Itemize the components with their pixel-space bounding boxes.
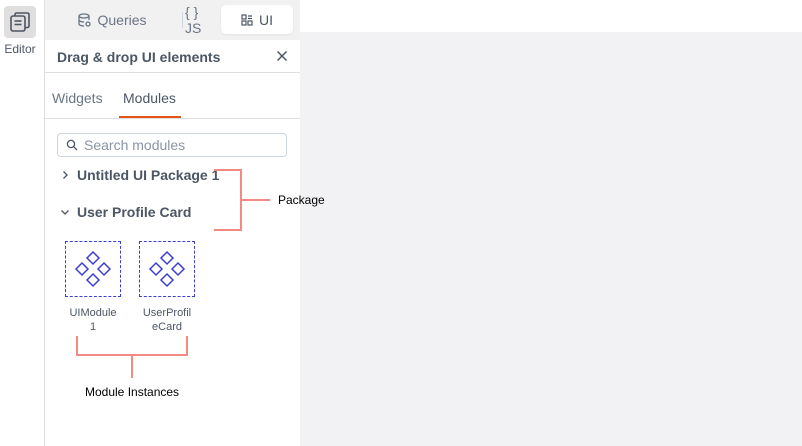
module-card-uimodule1[interactable] [65, 241, 121, 297]
database-icon [78, 12, 92, 27]
module-name-line: UIModule [69, 307, 117, 319]
tab-js[interactable]: { } JS [185, 3, 215, 36]
module-diamond-icon [74, 250, 112, 288]
search-input[interactable] [84, 136, 279, 154]
module-name-line: 1 [89, 321, 97, 333]
package-bracket-pointer [242, 199, 270, 201]
active-tab-underline [119, 116, 181, 118]
module-name-userprofilecard: UserProfil eCard [131, 306, 203, 334]
module-instances-annotation-label: Module Instances [85, 385, 180, 399]
package-row-untitled[interactable]: Untitled UI Package 1 [57, 163, 287, 187]
chevron-down-icon[interactable] [57, 204, 73, 220]
tab-queries[interactable]: Queries [53, 5, 171, 34]
canvas-top-bar [300, 0, 802, 32]
explorer-tabs: Widgets Modules [45, 73, 300, 119]
modules-content: Untitled UI Package 1 User Profile Card [45, 119, 300, 446]
package-bracket-top [214, 169, 242, 171]
editor-label: Editor [4, 42, 36, 56]
package-label: Untitled UI Package 1 [77, 167, 220, 183]
search-box[interactable] [57, 133, 287, 157]
editor-pages-icon [10, 12, 30, 32]
package-annotation-label: Package [278, 193, 325, 207]
module-card-userprofilecard[interactable] [139, 241, 195, 297]
module-name-uimodule1: UIModule 1 [57, 306, 129, 334]
tab-widgets[interactable]: Widgets [52, 90, 103, 106]
tab-modules[interactable]: Modules [123, 90, 176, 106]
panel-header: Drag & drop UI elements [45, 40, 300, 73]
widgets-grid-icon [241, 13, 253, 26]
modules-bracket-pointer [131, 356, 133, 378]
panel-title: Drag & drop UI elements [57, 49, 221, 65]
package-bracket-vertical [240, 169, 242, 231]
modules-bracket-bottom [76, 354, 188, 356]
segmented-control: Queries { } JS UI [45, 0, 300, 40]
chevron-right-icon[interactable] [57, 167, 73, 183]
module-name-line: UserProfil [142, 307, 192, 319]
editor-rail: Editor [0, 0, 45, 446]
close-icon [276, 50, 288, 62]
tab-ui[interactable]: UI [221, 5, 293, 34]
package-row-user-profile-card[interactable]: User Profile Card [57, 200, 287, 224]
search-icon [66, 139, 78, 151]
module-diamond-icon [148, 250, 186, 288]
segment-divider [182, 12, 183, 28]
modules-bracket-left [76, 336, 78, 356]
tab-ui-label: UI [259, 11, 273, 28]
ui-explorer-panel: Queries { } JS UI Drag & drop UI element… [45, 0, 300, 446]
tab-queries-label: Queries [97, 11, 147, 28]
package-bracket-bottom [214, 229, 242, 231]
module-name-line: eCard [152, 321, 182, 333]
close-button[interactable] [274, 48, 290, 64]
package-label: User Profile Card [77, 204, 192, 220]
editor-button[interactable] [4, 6, 36, 38]
canvas-area[interactable] [300, 0, 802, 446]
modules-bracket-right [186, 336, 188, 356]
tab-js-label: { } JS [185, 3, 202, 36]
